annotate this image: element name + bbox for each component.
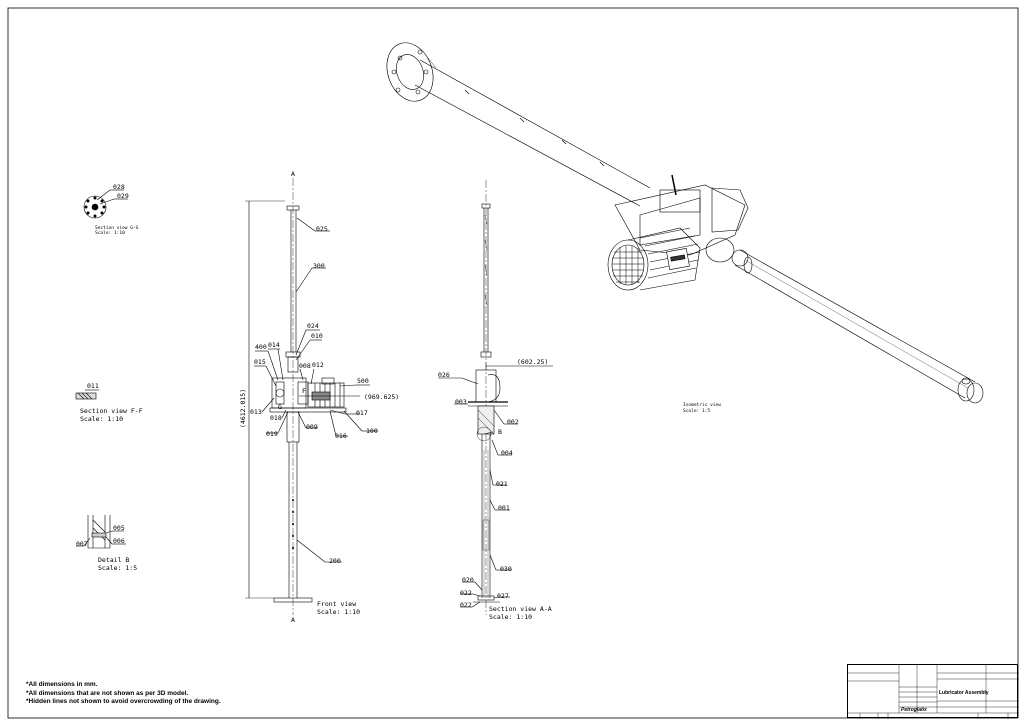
dimension-4612: (4612.015) (239, 389, 247, 428)
detail-marker-b: B (498, 428, 502, 436)
label-020: 020 (462, 576, 474, 584)
detail-b-scale: Scale: 1:5 (98, 564, 137, 572)
label-026: 026 (438, 371, 450, 379)
label-008: 008 (299, 362, 311, 370)
label-005: 005 (113, 524, 125, 532)
section-view-g-g (83, 189, 128, 219)
section-aa-scale: Scale: 1:10 (489, 613, 532, 621)
label-025: 025 (316, 225, 328, 233)
label-022-a: 022 (460, 589, 472, 597)
label-010: 010 (311, 332, 323, 340)
label-007: 007 (76, 540, 88, 548)
dimension-969: (969.625) (364, 393, 399, 401)
label-027: 027 (497, 592, 509, 600)
label-200: 200 (329, 557, 341, 565)
section-ff-title: Section view F-F (80, 407, 143, 415)
sheet-border (7, 7, 1019, 719)
label-002: 002 (507, 418, 519, 426)
label-024: 024 (307, 322, 319, 330)
section-view-a-a (438, 180, 553, 615)
section-marker-g: G (278, 403, 282, 411)
detail-b-title: Detail B (98, 556, 129, 564)
section-gg-scale: Scale: 1:10 (95, 230, 125, 236)
label-014: 014 (268, 341, 280, 349)
label-021: 021 (496, 480, 508, 488)
label-400: 400 (255, 343, 267, 351)
label-019: 019 (266, 430, 278, 438)
isometric-view-title: Isometric view (683, 402, 721, 408)
label-030: 030 (500, 565, 512, 573)
label-003: 003 (455, 398, 467, 406)
title-block-grid (848, 665, 1019, 719)
general-notes: *All dimensions in mm. *All dimensions t… (26, 681, 221, 707)
label-029: 029 (117, 192, 129, 200)
note-line: *Hidden lines not shown to avoid overcro… (26, 698, 221, 706)
label-017: 017 (356, 409, 368, 417)
dimension-602: (602.25) (517, 358, 548, 366)
label-013: 013 (250, 408, 262, 416)
label-004: 004 (501, 449, 513, 457)
drawing-title: Lubricator Assembly (939, 690, 989, 696)
company-name: Petroglatix (901, 707, 927, 713)
front-view-title: Front view (317, 600, 356, 608)
label-100: 100 (366, 427, 378, 435)
label-500: 500 (357, 377, 369, 385)
note-line: *All dimensions in mm. (26, 681, 98, 688)
label-006: 006 (113, 537, 125, 545)
front-view-scale: Scale: 1:10 (317, 608, 360, 616)
label-009: 009 (306, 423, 318, 431)
section-view-f-f (75, 389, 99, 400)
section-marker-a-bottom: A (291, 616, 295, 624)
label-001: 001 (498, 504, 510, 512)
label-012: 012 (312, 361, 324, 369)
section-aa-title: Section view A-A (489, 605, 552, 613)
isometric-view (386, 42, 984, 404)
label-300: 300 (313, 262, 325, 270)
label-011: 011 (87, 382, 99, 390)
label-028: 028 (113, 183, 125, 191)
section-marker-a-top: A (291, 170, 295, 178)
label-022-b: 022 (460, 601, 472, 609)
label-016: 016 (335, 432, 347, 440)
section-gg-title: Section view G-G (95, 225, 139, 231)
detail-b (76, 515, 126, 549)
label-015: 015 (254, 358, 266, 366)
isometric-view-scale: Scale: 1:5 (683, 408, 710, 414)
title-block: Lubricator Assembly Petroglatix (847, 664, 1019, 719)
front-view (245, 178, 378, 615)
note-line: *All dimensions that are not shown as pe… (26, 689, 189, 697)
section-marker-f: F (302, 387, 306, 395)
section-ff-scale: Scale: 1:10 (80, 415, 123, 423)
label-018: 018 (270, 414, 282, 422)
